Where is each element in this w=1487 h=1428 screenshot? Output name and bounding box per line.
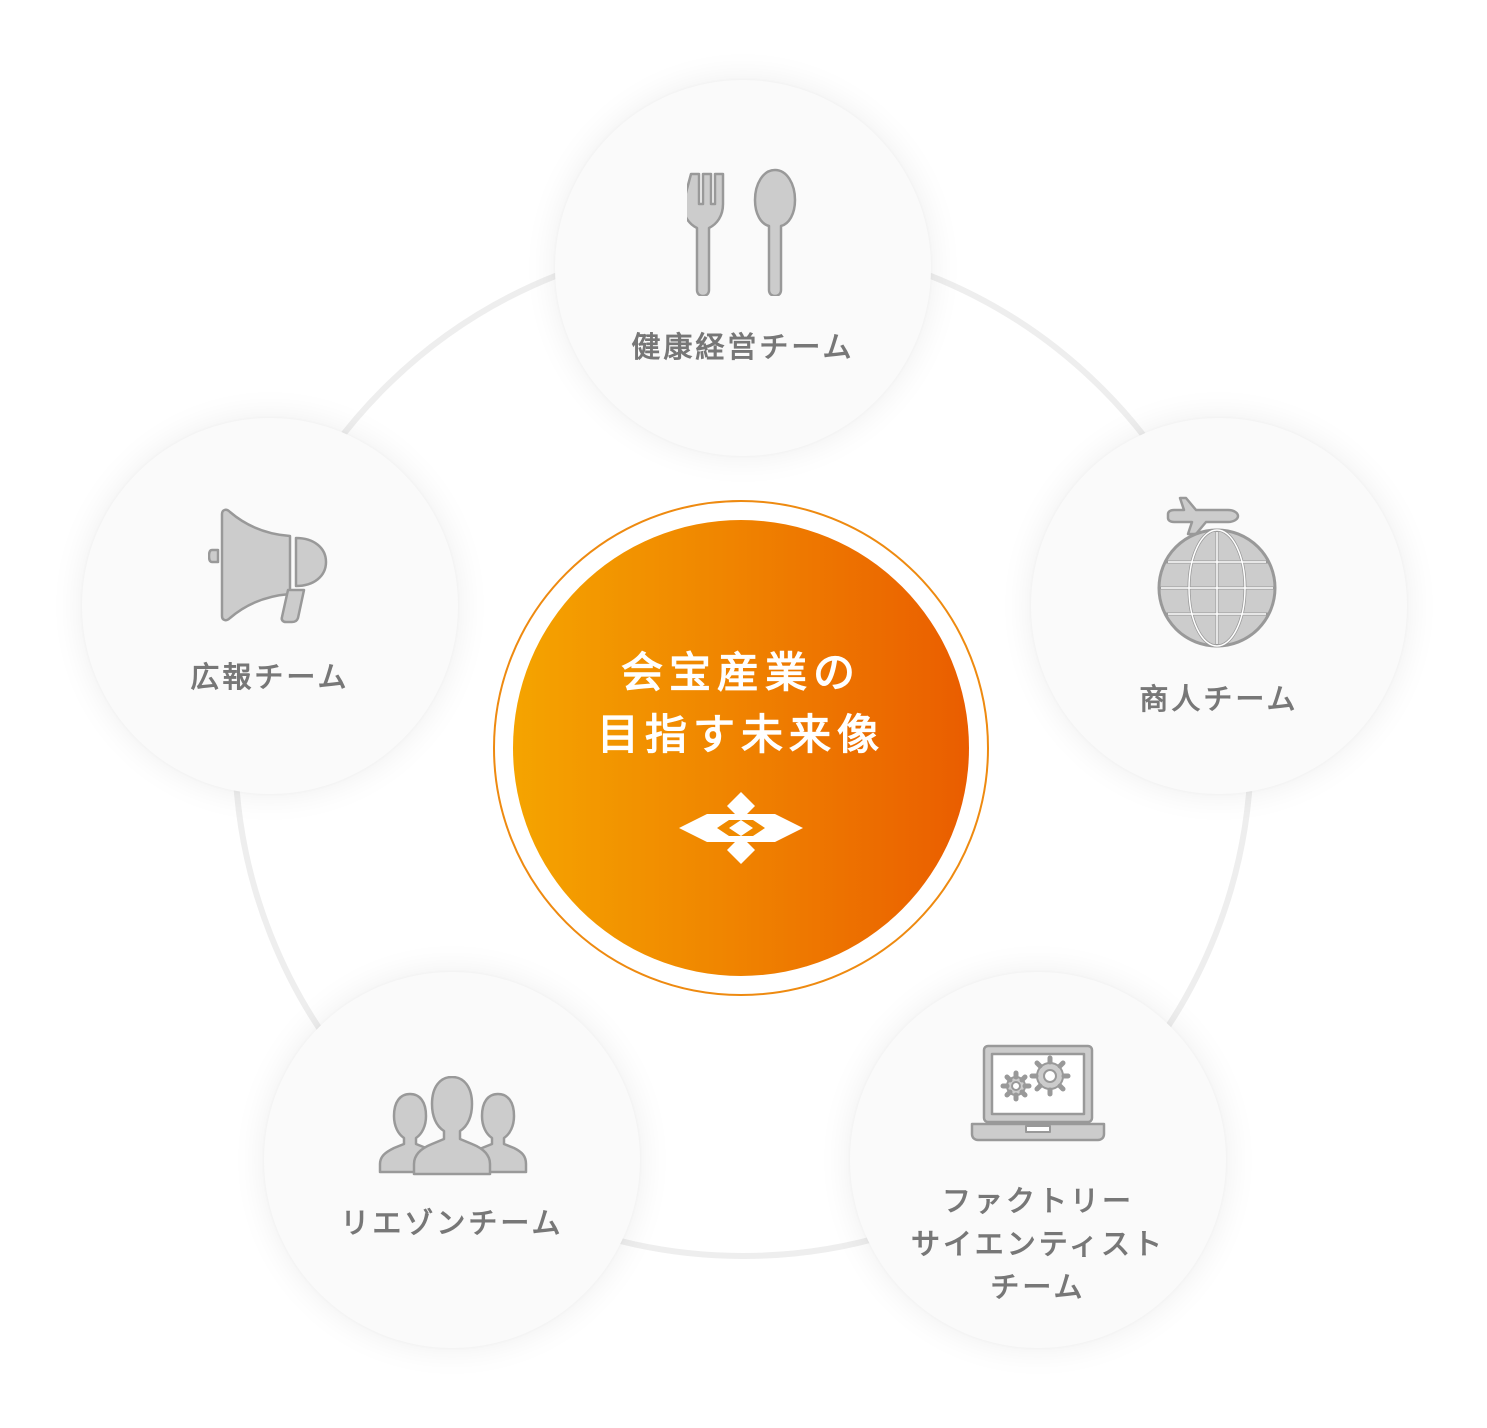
team-factory-label: ファクトリー サイエンティスト チーム (911, 1184, 1165, 1304)
center-vision-circle[interactable]: 会宝産業の 目指す未来像 (513, 520, 969, 976)
team-merchant-label: 商人チーム (1139, 682, 1299, 716)
team-liaison-circle[interactable]: リエゾンチーム (264, 972, 640, 1348)
laptop-gears-icon (970, 1044, 1106, 1142)
team-liaison-label: リエゾンチーム (340, 1206, 564, 1240)
team-pr-circle[interactable]: 広報チーム (82, 418, 458, 794)
people-group-icon (378, 1076, 528, 1176)
megaphone-icon (208, 508, 328, 624)
center-title: 会宝産業の 目指す未来像 (596, 648, 885, 759)
team-pr-label: 広報チーム (190, 660, 350, 694)
team-health-label: 健康経営チーム (631, 330, 855, 364)
team-factory-circle[interactable]: ファクトリー サイエンティスト チーム (850, 972, 1226, 1348)
fork-spoon-icon (687, 168, 797, 296)
airplane-globe-icon (1157, 496, 1277, 648)
team-health-circle[interactable]: 健康経営チーム (555, 80, 931, 456)
team-merchant-circle[interactable]: 商人チーム (1031, 418, 1407, 794)
diamond-crest-icon (679, 792, 803, 864)
